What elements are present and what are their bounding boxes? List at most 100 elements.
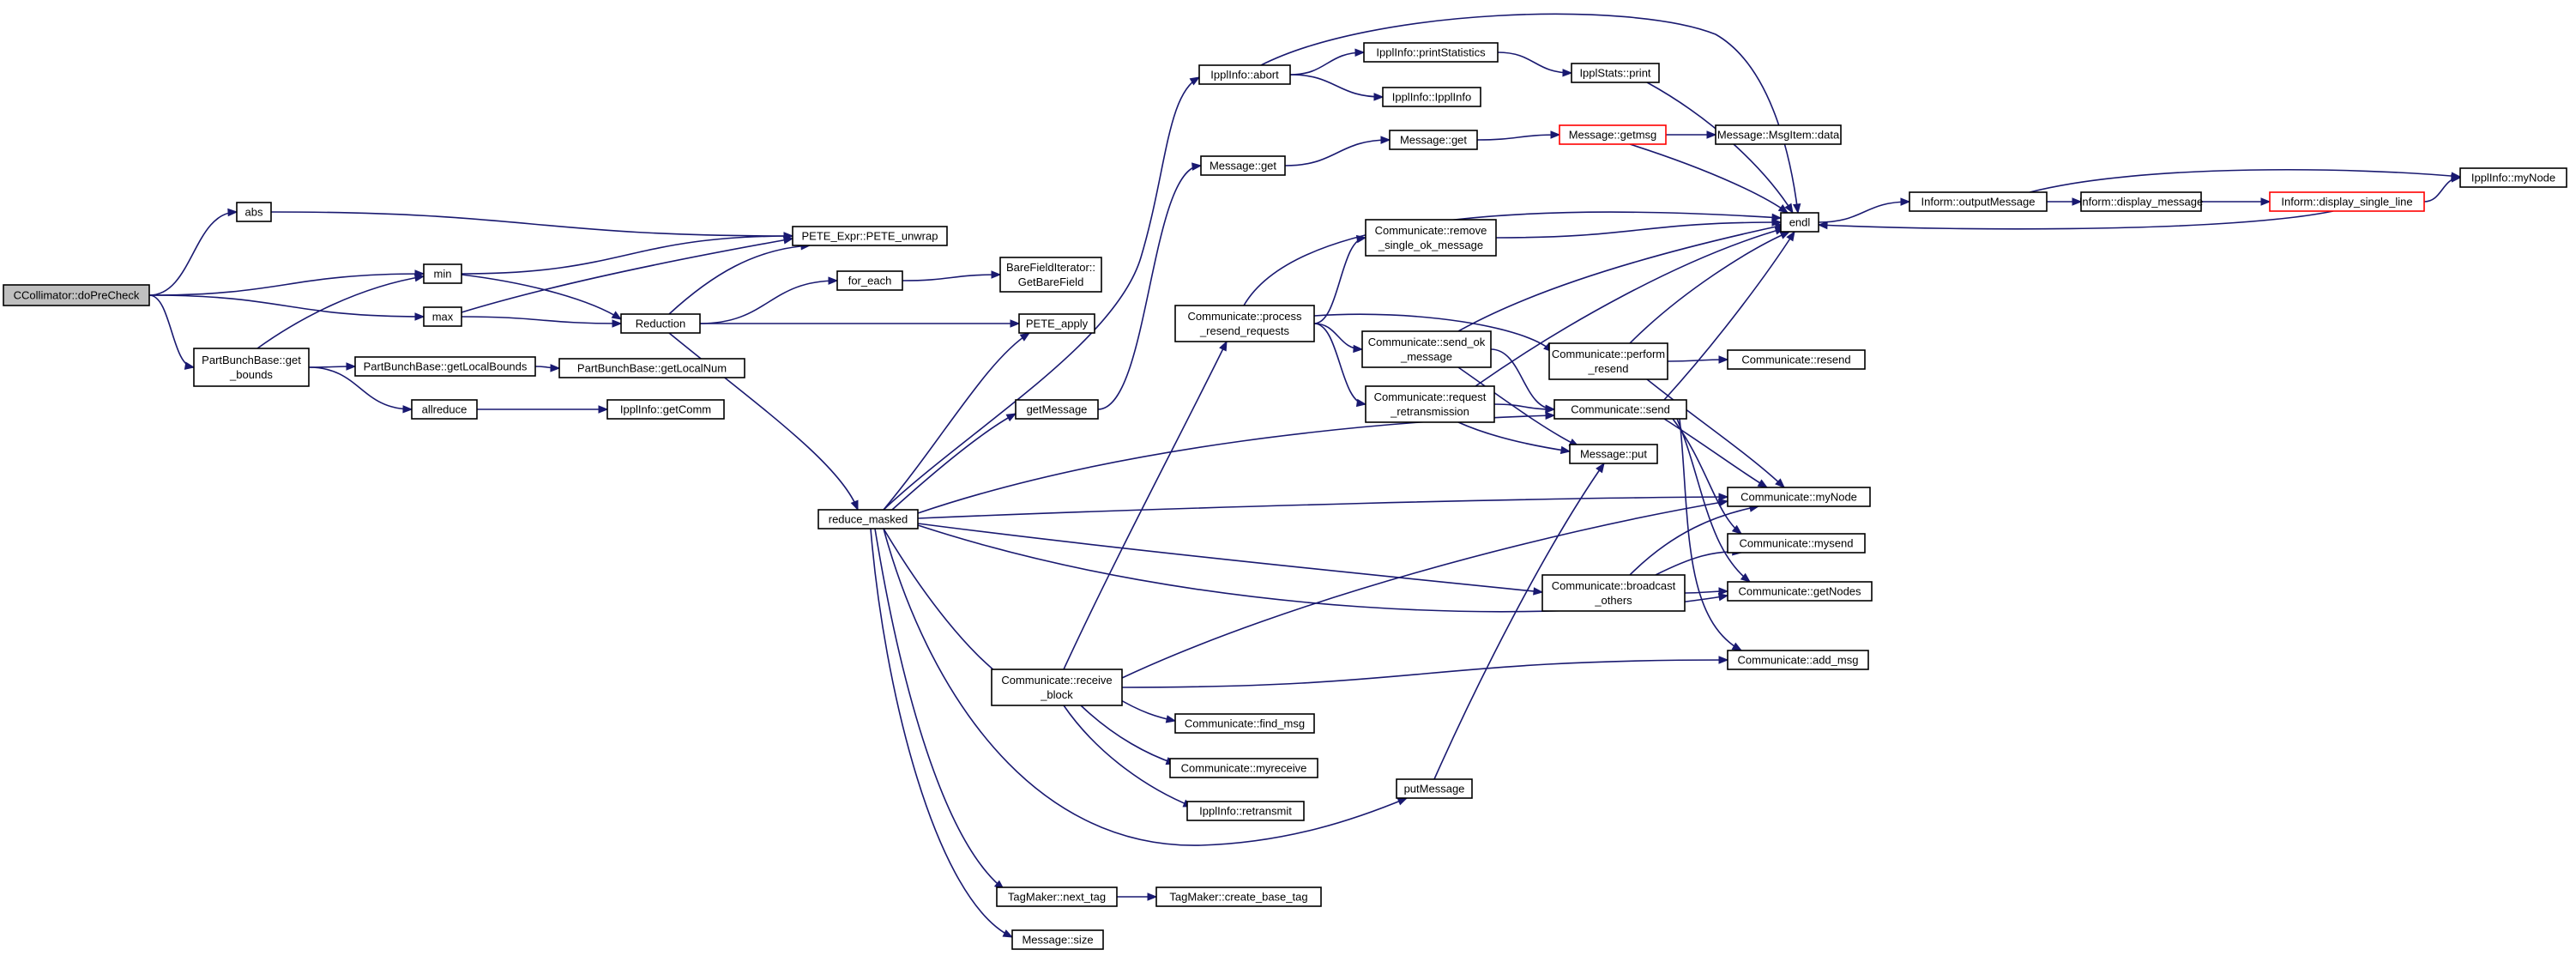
- arrowhead-icon: [1545, 405, 1556, 414]
- edge-line: [1629, 505, 1759, 576]
- node-box: [1365, 385, 1495, 423]
- node-ippl_printstats[interactable]: IpplInfo::printStatistics: [1363, 42, 1499, 63]
- arrowhead-icon: [1731, 642, 1743, 651]
- node-box: [1727, 533, 1866, 554]
- node-label: Communicate::find_msg: [1185, 717, 1305, 730]
- node-putmessage[interactable]: putMessage: [1396, 778, 1473, 799]
- arrowhead-icon: [1562, 69, 1573, 77]
- node-min[interactable]: min: [423, 263, 462, 284]
- node-label: Communicate::add_msg: [1738, 654, 1859, 667]
- node-ippl_abort[interactable]: IpplInfo::abort: [1198, 64, 1291, 85]
- node-comm_findmsg[interactable]: Communicate::find_msg: [1174, 713, 1315, 734]
- edge-line: [1313, 323, 1366, 405]
- edge-line: [1289, 51, 1365, 76]
- arrowhead-icon: [1559, 445, 1572, 455]
- edge-reduce_masked-to-comm_broadcast: [917, 523, 1544, 596]
- node-bfi[interactable]: BareFieldIterator::GetBareField: [999, 257, 1102, 293]
- node-label: allreduce: [422, 403, 468, 416]
- node-label: PartBunchBase::getLocalNum: [577, 362, 727, 375]
- node-pbgln[interactable]: PartBunchBase::getLocalNum: [558, 358, 745, 378]
- node-inform_single[interactable]: Inform::display_single_line: [2269, 191, 2425, 212]
- edge-line: [668, 245, 811, 315]
- edge-reduce_masked-to-msg_size: [870, 528, 1014, 938]
- node-ippl_mynode[interactable]: IpplInfo::myNode: [2459, 167, 2567, 188]
- edge-root-to-min: [148, 269, 425, 296]
- node-ippl_ctor[interactable]: IpplInfo::IpplInfo: [1382, 87, 1481, 107]
- node-comm_resend[interactable]: Communicate::resend: [1727, 349, 1866, 370]
- node-comm_perform[interactable]: Communicate::perform_resend: [1548, 342, 1668, 380]
- node-label: _others: [1594, 594, 1632, 607]
- node-label: putMessage: [1404, 783, 1465, 796]
- node-box: [558, 358, 745, 378]
- edge-comm_receive-to-comm_myreceive: [1080, 705, 1177, 765]
- node-comm_mysend[interactable]: Communicate::mysend: [1727, 533, 1866, 554]
- node-msg_getmsg[interactable]: Message::getmsg: [1559, 124, 1667, 145]
- node-box: [2269, 191, 2425, 212]
- node-box: [1018, 313, 1095, 334]
- edge-line: [2423, 177, 2461, 203]
- node-label: PETE_apply: [1026, 318, 1089, 330]
- node-getmessage[interactable]: getMessage: [1015, 399, 1099, 420]
- node-comm_getnodes[interactable]: Communicate::getNodes: [1727, 581, 1873, 602]
- node-pete_unwrap[interactable]: PETE_Expr::PETE_unwrap: [792, 226, 948, 246]
- node-tag_create[interactable]: TagMaker::create_base_tag: [1155, 886, 1322, 907]
- node-box: [620, 313, 701, 334]
- node-msg_get1[interactable]: Message::get: [1389, 130, 1478, 150]
- node-comm_mynode[interactable]: Communicate::myNode: [1727, 487, 1871, 507]
- arrowhead-icon: [346, 362, 357, 371]
- node-msg_size[interactable]: Message::size: [1011, 929, 1104, 950]
- node-tag_next[interactable]: TagMaker::next_tag: [996, 886, 1118, 907]
- node-comm_request[interactable]: Communicate::request_retransmission: [1365, 385, 1495, 423]
- edge-line: [874, 528, 1004, 890]
- node-comm_myreceive[interactable]: Communicate::myreceive: [1169, 758, 1318, 778]
- node-comm_process[interactable]: Communicate::process_resend_requests: [1174, 305, 1315, 342]
- arrowhead-icon: [1355, 398, 1367, 408]
- node-allreduce[interactable]: allreduce: [411, 399, 478, 420]
- node-msgitem_data[interactable]: Message::MsgItem::data: [1715, 124, 1842, 145]
- node-for_each[interactable]: for_each: [836, 270, 903, 291]
- node-box: [1174, 305, 1315, 342]
- node-label: Inform::display_message: [2079, 196, 2204, 209]
- arrowhead-icon: [1010, 319, 1021, 328]
- node-box: [1548, 342, 1668, 380]
- node-pbglb[interactable]: PartBunchBase::getLocalBounds: [354, 356, 536, 377]
- node-reduction[interactable]: Reduction: [620, 313, 701, 334]
- node-label: max: [432, 311, 454, 324]
- node-ipplstats_print[interactable]: IpplStats::print: [1571, 63, 1660, 83]
- node-label: IpplStats::print: [1579, 67, 1650, 80]
- edge-abs-to-pete_unwrap: [270, 211, 794, 240]
- node-box: [1365, 219, 1497, 257]
- node-comm_receive[interactable]: Communicate::receive_block: [991, 669, 1123, 706]
- node-msg_get2[interactable]: Message::get: [1200, 155, 1286, 176]
- node-comm_broadcast[interactable]: Communicate::broadcast_others: [1541, 574, 1686, 612]
- node-label: IpplInfo::IpplInfo: [1392, 91, 1472, 104]
- edge-ipplstats_print-to-endl: [1646, 82, 1794, 215]
- node-comm_send[interactable]: Communicate::send: [1553, 399, 1687, 420]
- edge-line: [1121, 659, 1728, 688]
- node-ippl_getcomm[interactable]: IpplInfo::getComm: [606, 399, 725, 420]
- node-endl[interactable]: endl: [1780, 212, 1819, 233]
- node-comm_addmsg[interactable]: Communicate::add_msg: [1727, 650, 1869, 670]
- node-box: [1727, 349, 1866, 370]
- edge-line: [917, 523, 1543, 593]
- arrowhead-icon: [1718, 355, 1729, 364]
- edge-line: [461, 316, 622, 324]
- node-reduce_masked[interactable]: reduce_masked: [817, 509, 919, 529]
- edge-inform_single-to-ippl_mynode: [2423, 174, 2462, 203]
- node-pbget[interactable]: PartBunchBase::get_bounds: [193, 348, 310, 387]
- arrowhead-icon: [1373, 93, 1385, 101]
- node-comm_sendok[interactable]: Communicate::send_ok_message: [1361, 330, 1492, 368]
- node-ippl_retransmit[interactable]: IpplInfo::retransmit: [1186, 801, 1305, 821]
- arrowhead-icon: [2260, 197, 2271, 206]
- node-root[interactable]: CCollimator::doPreCheck: [3, 284, 150, 306]
- node-pete_apply[interactable]: PETE_apply: [1018, 313, 1095, 334]
- node-max[interactable]: max: [423, 306, 462, 327]
- node-abs[interactable]: abs: [236, 202, 272, 222]
- edge-line: [1080, 705, 1176, 765]
- node-msg_put[interactable]: Message::put: [1569, 444, 1658, 464]
- edge-line: [1818, 210, 2334, 230]
- node-comm_remove[interactable]: Communicate::remove_single_ok_message: [1365, 219, 1497, 257]
- node-inform_output[interactable]: Inform::outputMessage: [1909, 191, 2048, 212]
- edge-pbget-to-min: [256, 274, 425, 349]
- node-inform_display[interactable]: Inform::display_message: [2079, 191, 2204, 212]
